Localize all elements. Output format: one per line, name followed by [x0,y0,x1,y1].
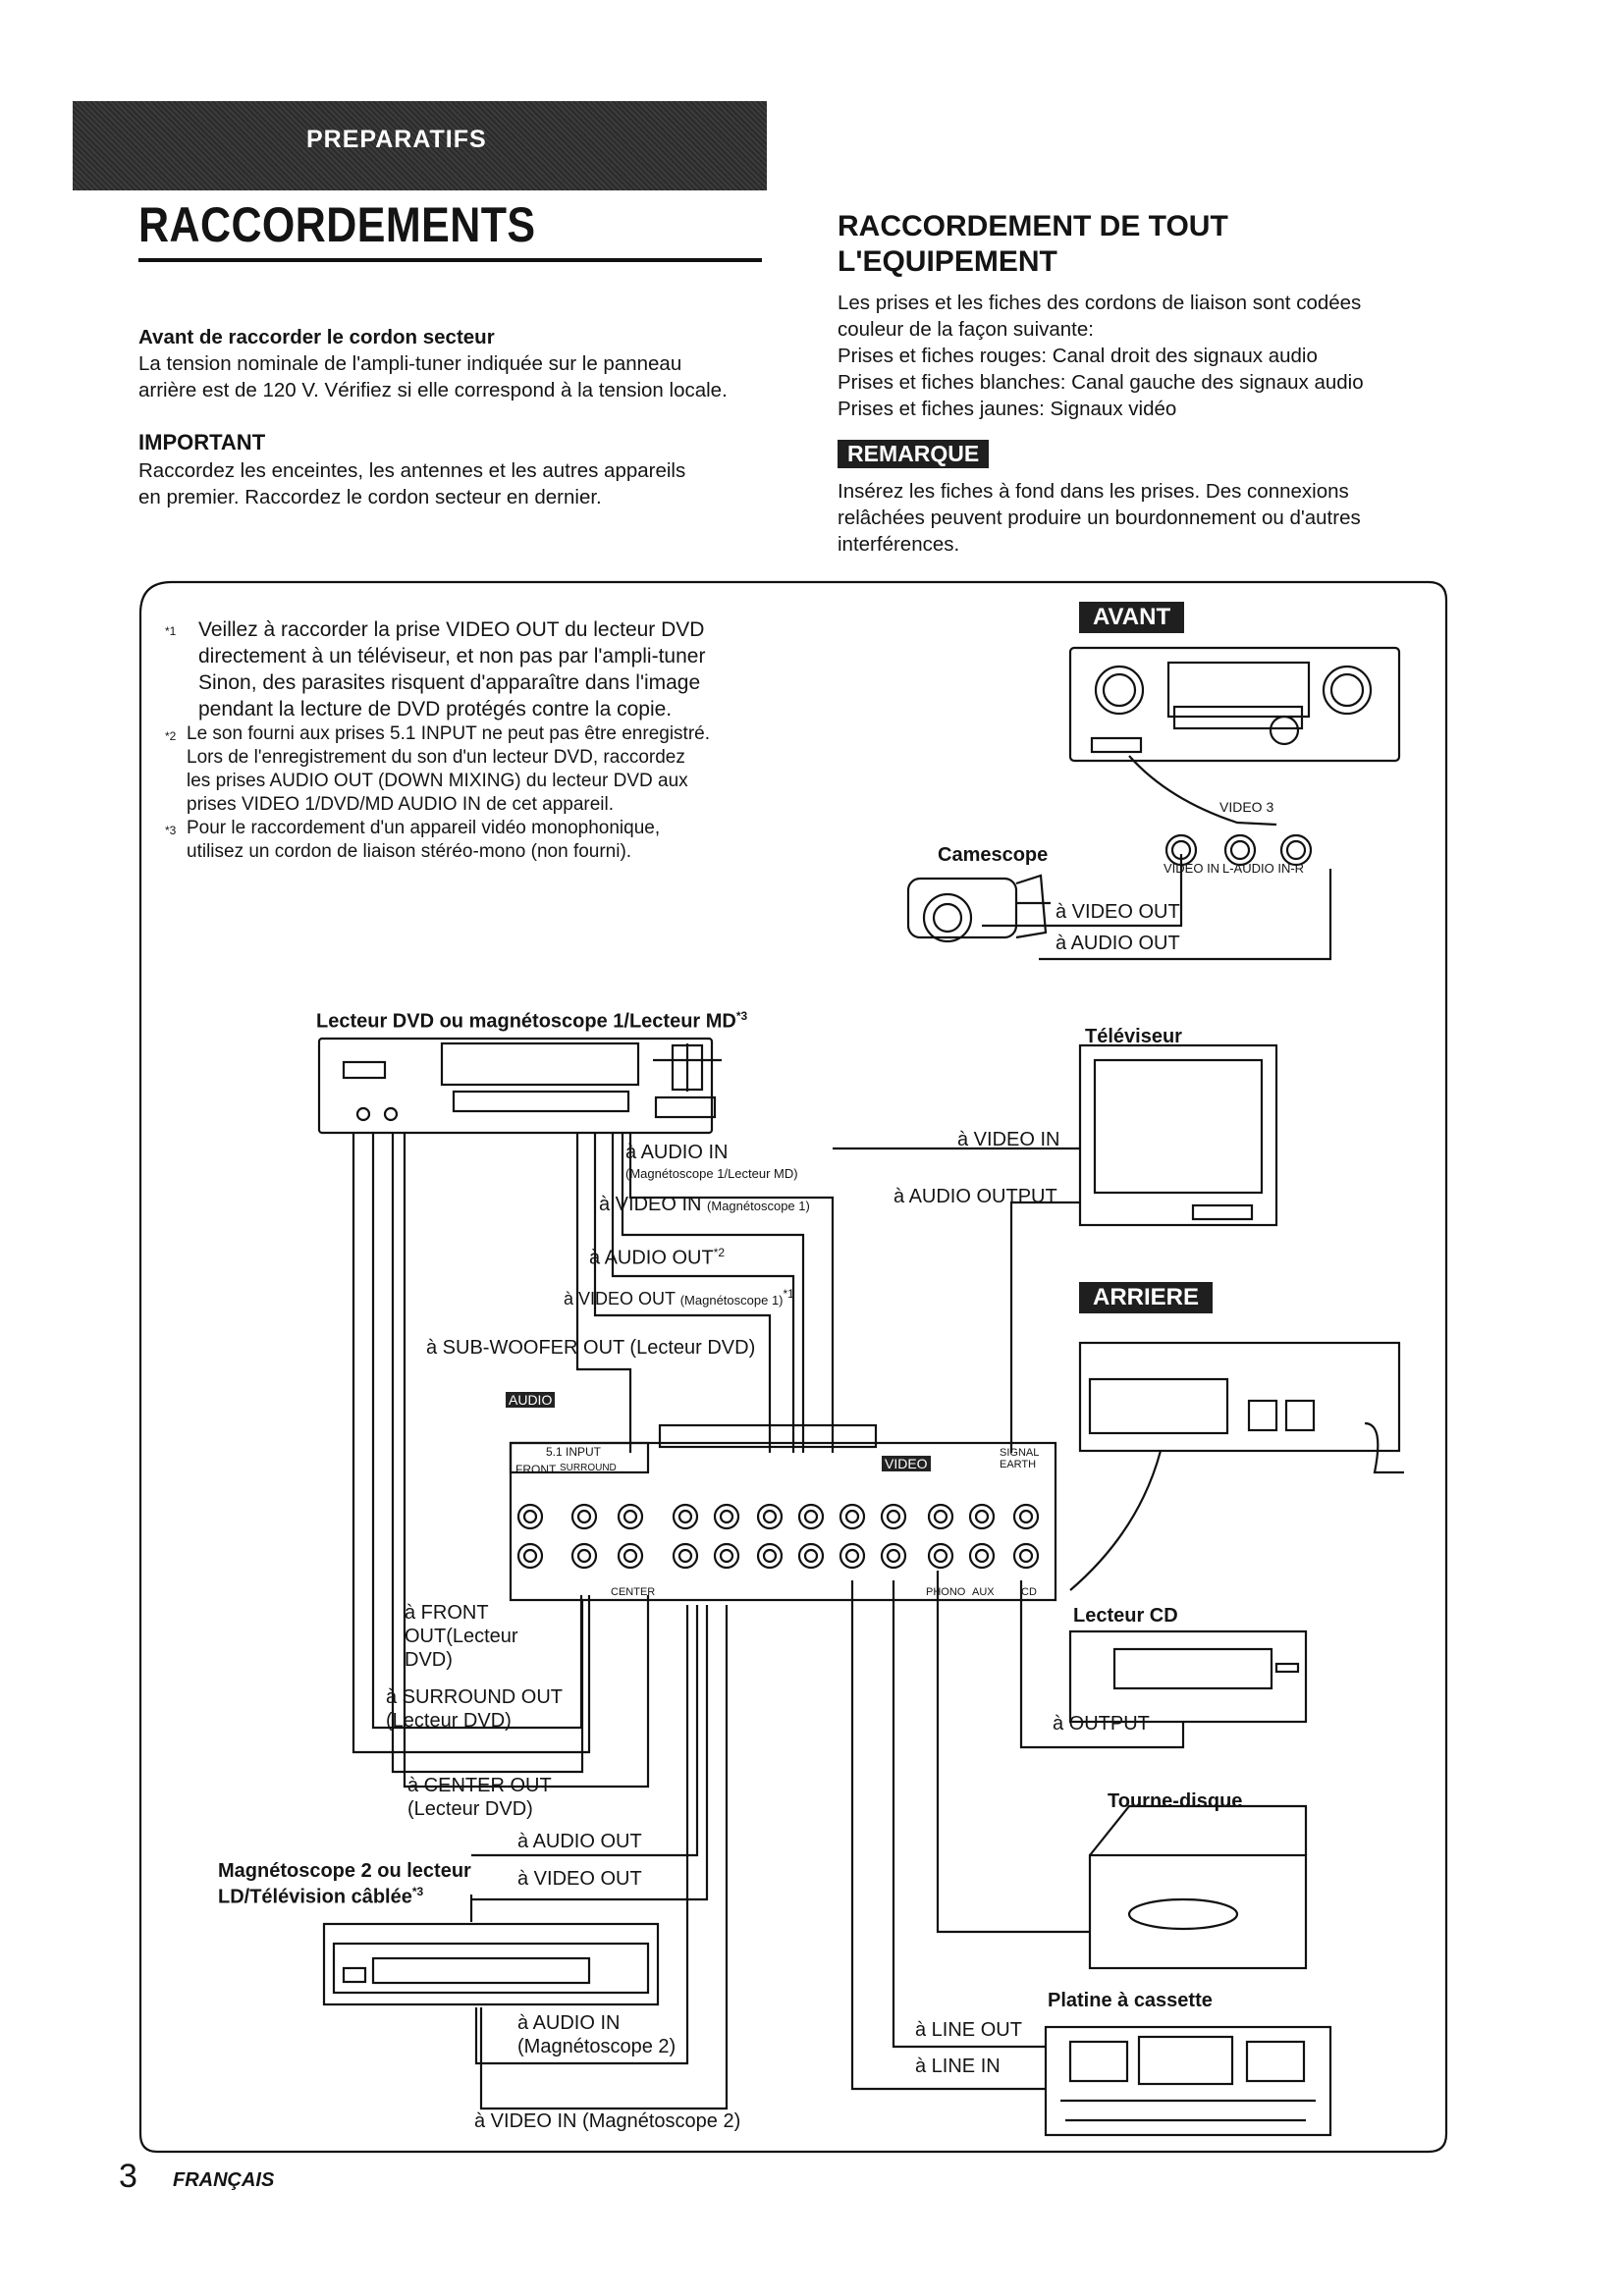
device-dvd: Lecteur DVD ou magnétoscope 1/Lecteur MD… [316,1009,748,1033]
device-cassette: Platine à cassette [1048,1990,1213,2011]
conn-audio-in-sub: (Magnétoscope 1/Lecteur MD) [625,1166,798,1181]
color-code-line: couleur de la façon suivante: [838,318,1094,341]
label-arriere: ARRIERE [1079,1282,1214,1313]
label-video3: VIDEO 3 [1219,799,1274,815]
label-avant: AVANT [1079,602,1185,633]
conn-front-out-2: OUT(Lecteur [405,1626,518,1647]
device-cd: Lecteur CD [1073,1605,1178,1627]
color-code-line: Prises et fiches blanches: Canal gauche … [838,371,1364,394]
vcr2-video-in: à VIDEO IN (Magnétoscope 2) [474,2110,741,2132]
conn-front-out-3: DVD) [405,1649,453,1671]
conn-video-out: à VIDEO OUT (Magnétoscope 1)*1 [564,1287,794,1308]
panel-surround: SURROUND [560,1463,617,1473]
tv-audio-output: à AUDIO OUTPUT [893,1186,1057,1207]
note-tag: REMARQUE [838,440,990,468]
label-video-in: VIDEO IN [1164,861,1220,876]
important-text-line: Raccordez les enceintes, les antennes et… [138,459,686,482]
label-audio-in-lr: L-AUDIO IN-R [1222,861,1305,876]
device-vcr2-line2: LD/Télévision câblée*3 [218,1885,424,1908]
cassette-line-out: à LINE OUT [915,2019,1022,2041]
conn-surround-out-2: (Lecteur DVD) [386,1710,512,1732]
vcr2-audio-out: à AUDIO OUT [517,1831,642,1852]
cd-output: à OUTPUT [1053,1713,1150,1735]
color-code-line: Prises et fiches rouges: Canal droit des… [838,345,1318,367]
section-heading-line1: RACCORDEMENT DE TOUT [838,210,1228,242]
page-title: RACCORDEMENTS [138,197,536,252]
device-turntable: Tourne-disque [1108,1790,1243,1812]
panel-51-input: 5.1 INPUT [546,1445,602,1459]
conn-center-out-2: (Lecteur DVD) [407,1798,533,1820]
section-heading-line2: L'EQUIPEMENT [838,245,1057,278]
footnotes: *1 Veillez à raccorder la prise VIDEO OU… [165,616,754,864]
color-code-line: Prises et fiches jaunes: Signaux vidéo [838,398,1177,420]
panel-audio: AUDIO [506,1392,556,1408]
tv-video-in: à VIDEO IN [957,1129,1060,1150]
vcr2-audio-in-2: (Magnétoscope 2) [517,2036,677,2057]
title-rule [138,258,762,262]
conn-sub-woofer: à SUB-WOOFER OUT (Lecteur DVD) [426,1337,756,1359]
subheading-important: IMPORTANT [138,430,266,454]
footnote-3: *3 Pour le raccordement d'un appareil vi… [165,818,661,862]
note-line: Insérez les fiches à fond dans les prise… [838,480,1349,503]
device-camescope: Camescope [938,844,1049,866]
conn-audio-out: à AUDIO OUT*2 [589,1246,726,1269]
cassette-line-in: à LINE IN [915,2056,1001,2077]
panel-aux: AUX [972,1586,995,1598]
section-label: PREPARATIFS [306,126,487,153]
panel-cd: CD [1021,1586,1037,1598]
subheading-power: Avant de raccorder le cordon secteur [138,326,495,348]
panel-signal-earth: SIGNAL EARTH [1000,1447,1039,1470]
conn-audio-in: à AUDIO IN [625,1142,729,1163]
section-header-band [73,101,767,190]
power-text-line: La tension nominale de l'ampli-tuner ind… [138,352,682,375]
conn-front-out-1: à FRONT [405,1602,489,1624]
cam-video-out: à VIDEO OUT [1056,901,1180,923]
vcr2-audio-in-1: à AUDIO IN [517,2012,621,2034]
cam-audio-out: à AUDIO OUT [1056,933,1180,954]
vcr2-video-out: à VIDEO OUT [517,1868,642,1890]
conn-center-out-1: à CENTER OUT [407,1775,552,1796]
note-line: relâchées peuvent produire un bourdonnem… [838,507,1361,529]
color-code-line: Les prises et les fiches des cordons de … [838,292,1362,314]
conn-surround-out-1: à SURROUND OUT [386,1686,564,1708]
device-tv: Téléviseur [1085,1026,1182,1047]
panel-center: CENTER [611,1586,656,1598]
footnote-2: *2 Le son fourni aux prises 5.1 INPUT ne… [165,723,711,815]
panel-video: VIDEO [882,1456,931,1471]
panel-front: FRONT [515,1463,557,1476]
conn-video-in: à VIDEO IN (Magnétoscope 1) [599,1194,810,1215]
footnote-1: *1 Veillez à raccorder la prise VIDEO OU… [165,618,706,721]
footer-language: FRANÇAIS [173,2169,275,2191]
device-vcr2-line1: Magnétoscope 2 ou lecteur [218,1860,471,1882]
page-number: 3 [119,2158,137,2195]
important-text-line: en premier. Raccordez le cordon secteur … [138,486,602,508]
panel-phono: PHONO [926,1586,966,1598]
power-text-line: arrière est de 120 V. Vérifiez si elle c… [138,379,728,401]
note-line: interférences. [838,533,960,556]
